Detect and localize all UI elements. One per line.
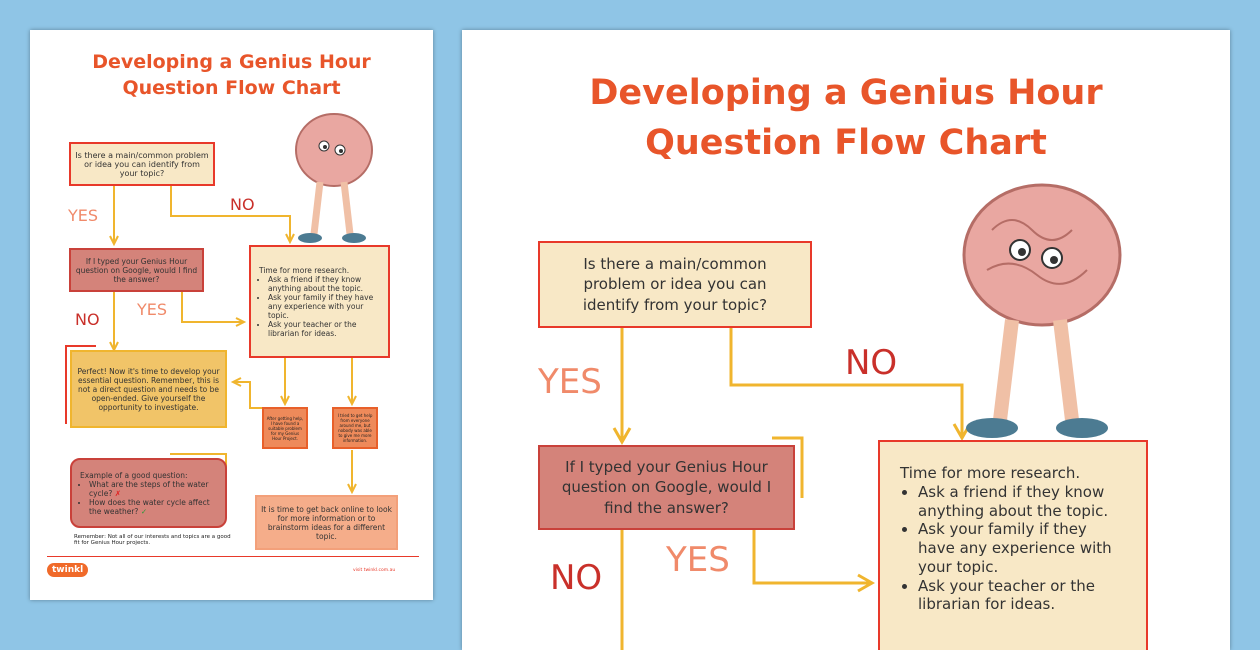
no-label: NO [75,310,100,329]
preview-page-zoomed: Developing a Genius Hour Question Flow C… [462,30,1230,650]
page-title: Developing a Genius Hour Question Flow C… [92,51,371,99]
research-box: Time for more research. Ask a friend if … [249,245,390,358]
back-online-box: It is time to get back online to look fo… [255,495,398,550]
no-label: NO [845,343,898,383]
brain-character-illustration [962,183,1122,438]
research-list: Ask a friend if they know anything about… [259,275,380,338]
cross-icon: ✗ [114,488,122,498]
research-box: Time for more research. Ask a friend if … [878,440,1148,650]
question-box-1: Is there a main/common problem or idea y… [538,241,812,328]
found-box: After getting help, I have found a suita… [262,407,308,449]
example-box: Example of a good question: What are the… [70,458,227,528]
tried-box: I tried to get help from everyone around… [332,407,378,449]
footer-url[interactable]: visit twinkl.com.au [353,568,396,573]
no-label: NO [230,195,255,214]
yes-label: YES [666,540,730,580]
footer-divider [47,556,419,557]
no-label: NO [550,558,603,598]
page-title: Developing a Genius Hour Question Flow C… [589,73,1103,163]
question-box-2: If I typed your Genius Hour question on … [538,445,795,530]
twinkl-logo: twinkl [47,563,89,577]
remember-note: Remember: Not all of our interests and t… [74,534,231,546]
research-list: Ask a friend if they know anything about… [900,483,1126,614]
check-icon: ✓ [140,506,148,516]
question-box-1: Is there a main/common problem or idea y… [69,142,215,186]
perfect-box: Perfect! Now it's time to develop your e… [70,350,227,428]
yes-label: YES [137,300,168,319]
preview-page-small: Developing a Genius Hour Question Flow C… [30,30,433,600]
brain-character-illustration [295,113,373,243]
yes-label: YES [538,362,602,402]
question-box-2: If I typed your Genius Hour question on … [69,248,204,292]
yes-label: YES [68,206,99,225]
